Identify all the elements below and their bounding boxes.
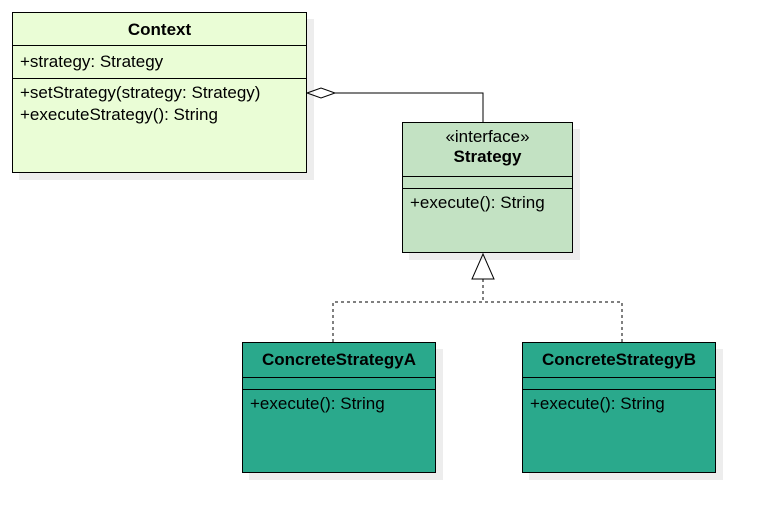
interface-stereotype: «interface» [445, 127, 530, 146]
strategy-operations: +execute(): String [403, 189, 572, 214]
strategy-interface-header: «interface» Strategy [403, 123, 572, 177]
strategy-operation: +execute(): String [410, 193, 545, 212]
concrete-strategy-b-operations: +execute(): String [523, 390, 715, 415]
concrete-strategy-a-class[interactable]: ConcreteStrategyA +execute(): String [242, 342, 436, 473]
strategy-interface-name: Strategy [453, 147, 522, 166]
realization-line-a[interactable] [332, 279, 484, 342]
context-attributes: +strategy: Strategy [13, 46, 306, 79]
concrete-strategy-b-class[interactable]: ConcreteStrategyB +execute(): String [522, 342, 716, 473]
context-operation: +executeStrategy(): String [20, 105, 218, 124]
context-operations: +setStrategy(strategy: Strategy) +execut… [13, 79, 306, 126]
concrete-strategy-b-name: ConcreteStrategyB [542, 350, 696, 369]
realization-line-b[interactable] [483, 301, 623, 342]
concrete-strategy-b-header: ConcreteStrategyB [523, 343, 715, 378]
concrete-strategy-b-operation: +execute(): String [530, 394, 665, 413]
concrete-strategy-a-operations: +execute(): String [243, 390, 435, 415]
concrete-strategy-a-attributes [243, 378, 435, 390]
strategy-interface[interactable]: «interface» Strategy +execute(): String [402, 122, 573, 253]
context-class-header: Context [13, 13, 306, 46]
context-class[interactable]: Context +strategy: Strategy +setStrategy… [12, 12, 307, 173]
concrete-strategy-a-operation: +execute(): String [250, 394, 385, 413]
context-class-name: Context [127, 20, 192, 39]
strategy-attributes [403, 177, 572, 189]
aggregation-diamond [305, 87, 337, 99]
concrete-strategy-b-attributes [523, 378, 715, 390]
realization-arrowhead [471, 252, 495, 280]
context-operation: +setStrategy(strategy: Strategy) [20, 83, 261, 102]
aggregation-line[interactable] [335, 92, 484, 122]
concrete-strategy-a-header: ConcreteStrategyA [243, 343, 435, 378]
concrete-strategy-a-name: ConcreteStrategyA [262, 350, 416, 369]
context-attribute: +strategy: Strategy [20, 52, 164, 71]
